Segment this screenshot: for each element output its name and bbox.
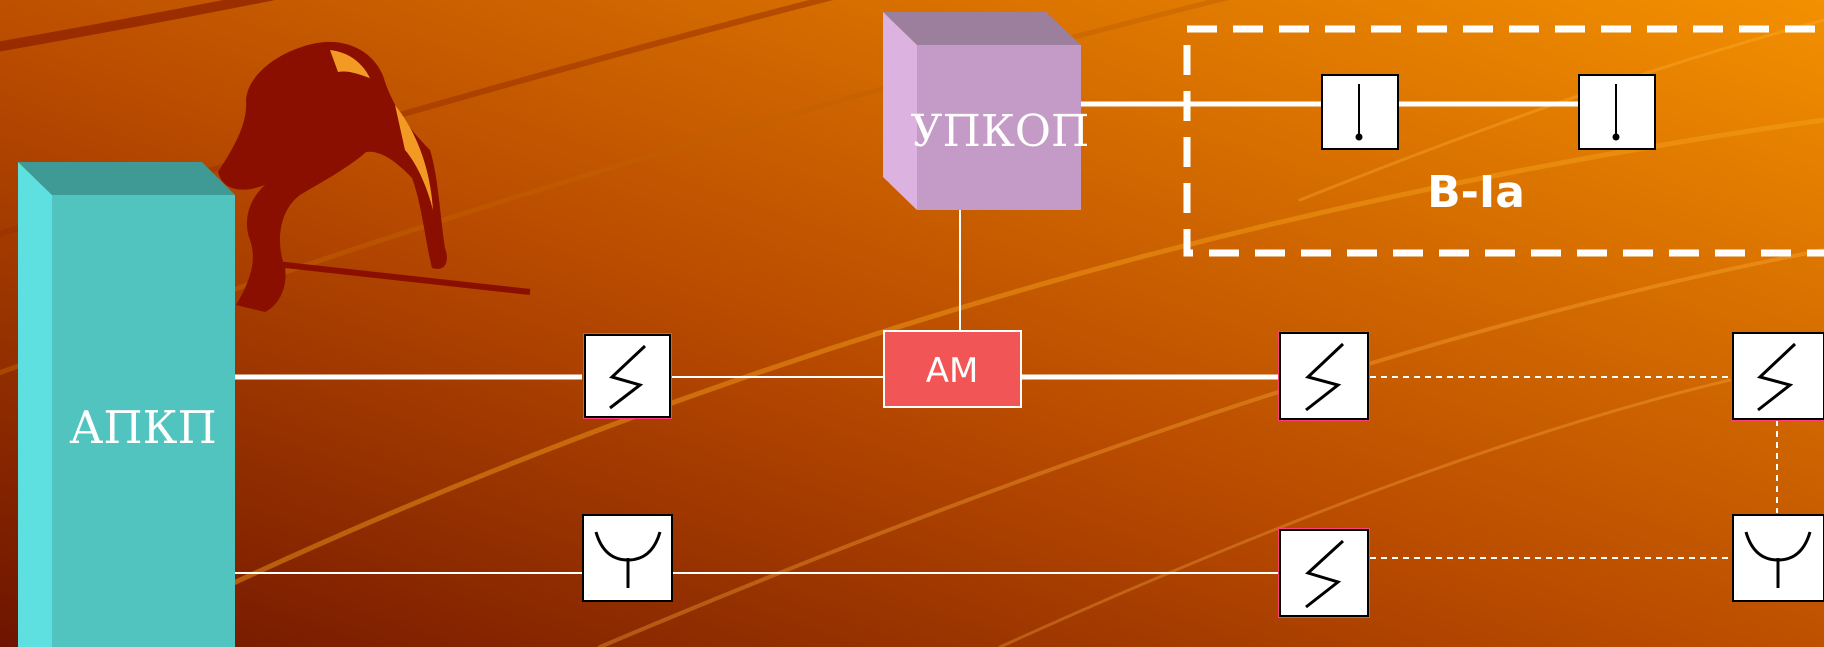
apkp-label: АПКП [69, 401, 216, 454]
zigzag-detector-icon [583, 333, 672, 419]
zone-b-ia: В-Ia [1183, 25, 1824, 257]
y-shaped-detector-icon [1732, 514, 1824, 602]
vertical-pin-detector-icon [1321, 74, 1399, 150]
y-shaped-detector-icon [582, 514, 673, 602]
am-label: АМ [926, 351, 979, 391]
upkop-label: УПКОП [911, 106, 1090, 157]
sprinter-figure [218, 41, 531, 312]
upkop-unit: УПКОП [883, 12, 1089, 210]
zone-label: В-Ia [1427, 167, 1525, 218]
wiring [232, 101, 1778, 574]
apkp-panel: АПКП [18, 162, 235, 647]
am-module: АМ [883, 330, 1022, 408]
zigzag-detector-icon [1278, 528, 1370, 618]
vertical-pin-detector-icon [1578, 74, 1656, 150]
zigzag-detector-icon [1278, 331, 1370, 421]
zigzag-detector-icon [1731, 331, 1824, 421]
